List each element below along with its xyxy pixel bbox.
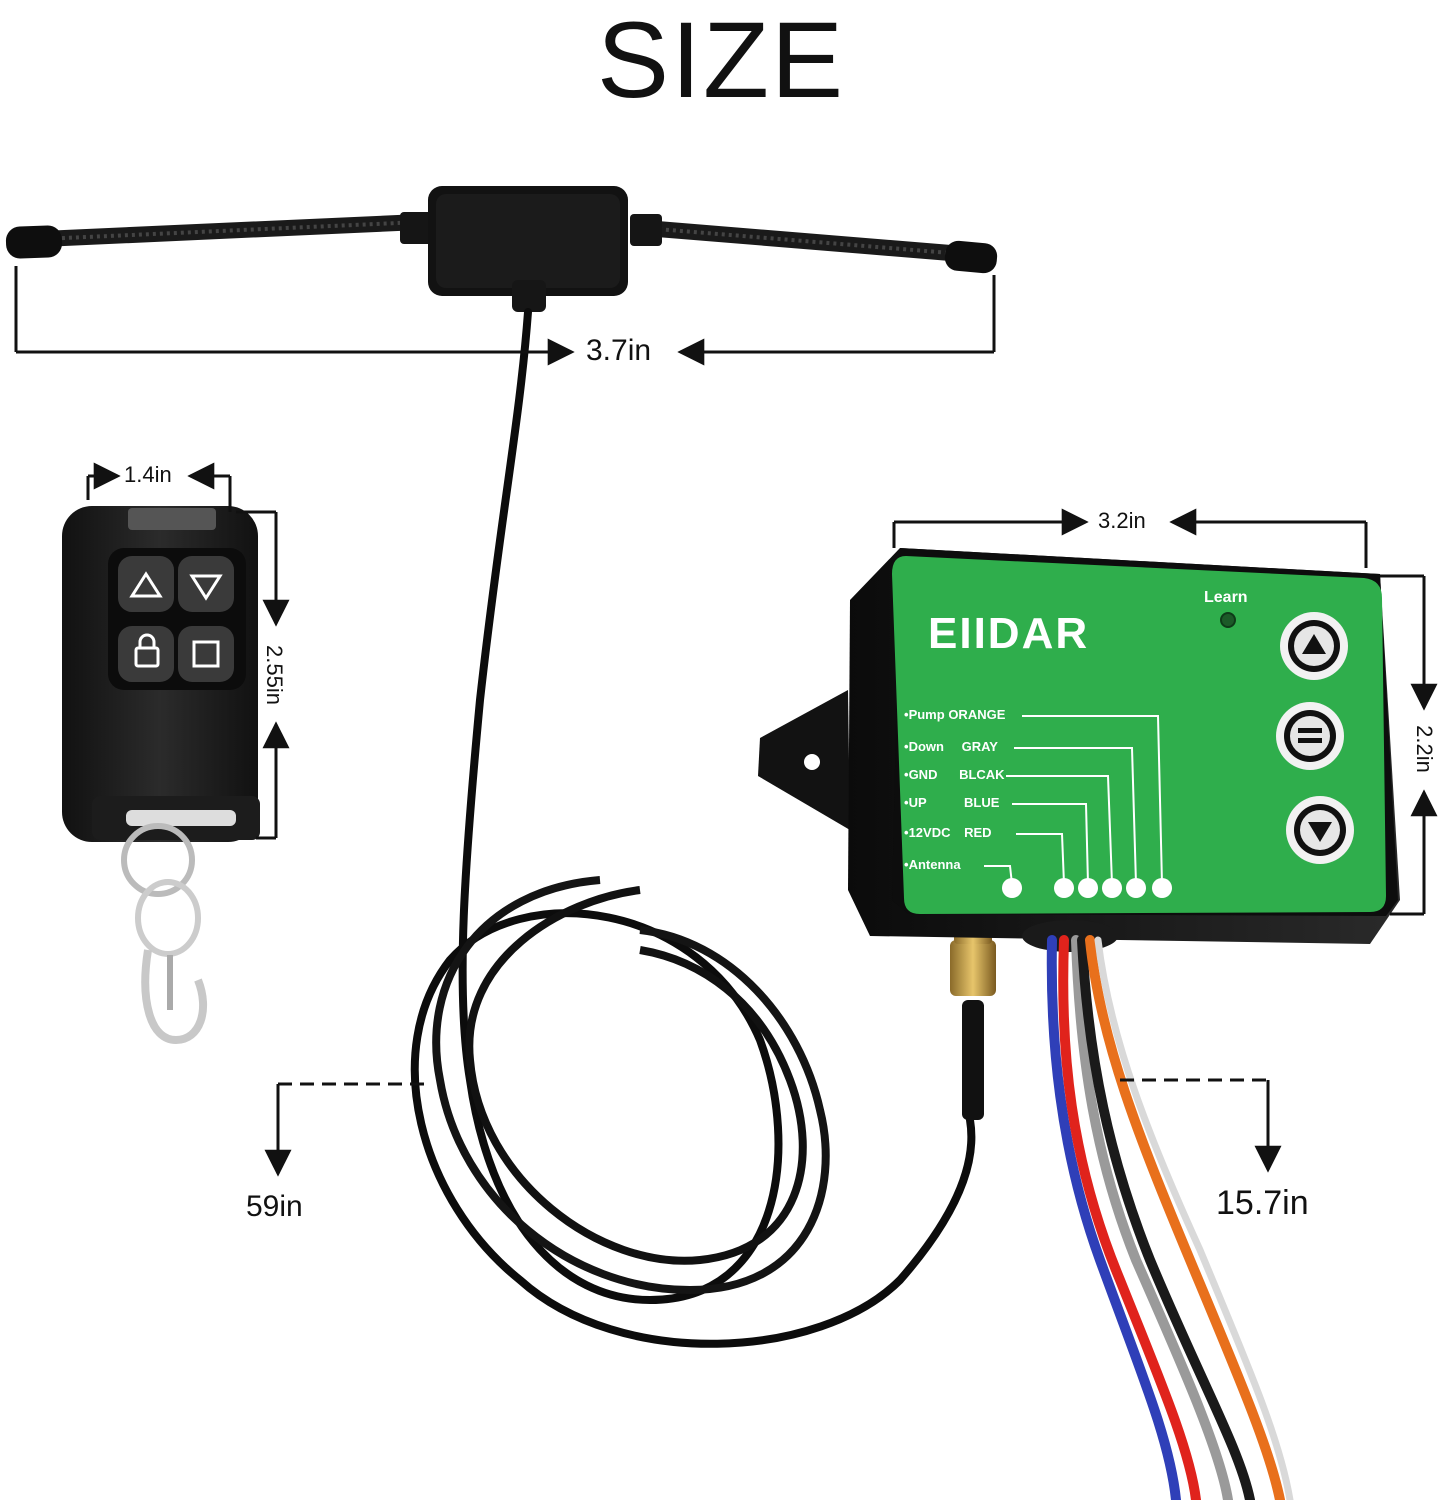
receiver-width-label: 3.2in [1098, 508, 1146, 533]
remote-up-button [118, 556, 174, 612]
wire-color: BLCAK [959, 767, 1005, 782]
antenna-cable-length-label: 59in [246, 1190, 303, 1223]
bullet-icon: • [904, 825, 909, 840]
wire-function: UP [908, 795, 927, 810]
antenna-dimension-lines [14, 266, 996, 366]
bullet-icon: • [904, 739, 909, 754]
wire-color: BLUE [964, 795, 1000, 810]
receiver-up-button [1280, 612, 1348, 680]
remote-control [62, 506, 260, 1045]
remote-width-label: 1.4in [124, 462, 172, 487]
wire-function: Antenna [908, 857, 961, 872]
wire-function: GND [908, 767, 938, 782]
learn-label: Learn [1204, 589, 1248, 606]
learn-led [1220, 612, 1236, 628]
bullet-icon: • [904, 707, 909, 722]
remote-lock-button [118, 626, 174, 682]
terminal-dots [1002, 878, 1172, 898]
remote-dimension-lines [86, 462, 290, 840]
wire-function: Down [908, 739, 944, 754]
wire-length-label: 15.7in [1216, 1184, 1309, 1222]
bullet-icon: • [904, 795, 909, 810]
wire-color: GRAY [961, 739, 998, 754]
remote-down-button [178, 556, 234, 612]
wire-function: 12VDC [908, 825, 951, 840]
receiver-down-button [1286, 796, 1354, 864]
wire-label-down: •Down GRAY [904, 740, 998, 753]
remote-square-button [178, 626, 234, 682]
wire-label-up: •UP BLUE [904, 796, 999, 809]
antenna-width-label: 3.7in [586, 334, 652, 367]
wire-label-12vdc: •12VDC RED [904, 826, 992, 839]
wire-label-gnd: •GND BLCAK [904, 768, 1005, 781]
page-title: SIZE [596, 0, 846, 120]
receiver-dimension-lines [892, 508, 1438, 916]
wire-label-pump: •Pump ORANGE [904, 708, 1005, 721]
wire-color: ORANGE [948, 707, 1006, 722]
receiver-face [892, 556, 1386, 914]
wire-function: Pump [908, 707, 945, 722]
wire-color: RED [964, 825, 992, 840]
bullet-icon: • [904, 767, 909, 782]
antenna [5, 186, 998, 1348]
length-dimension-lines [264, 1078, 1282, 1177]
wire-leader-lines [984, 715, 1163, 885]
brand-logo: EIIDAR [928, 609, 1090, 658]
bullet-icon: • [904, 857, 909, 872]
receiver-wires [1046, 935, 1294, 1500]
receiver-height-label: 2.2in [1411, 725, 1437, 773]
remote-height-label: 2.55in [261, 645, 287, 705]
wire-label-antenna: •Antenna [904, 858, 961, 871]
receiver-box [758, 548, 1400, 952]
receiver-stop-button [1276, 702, 1344, 770]
